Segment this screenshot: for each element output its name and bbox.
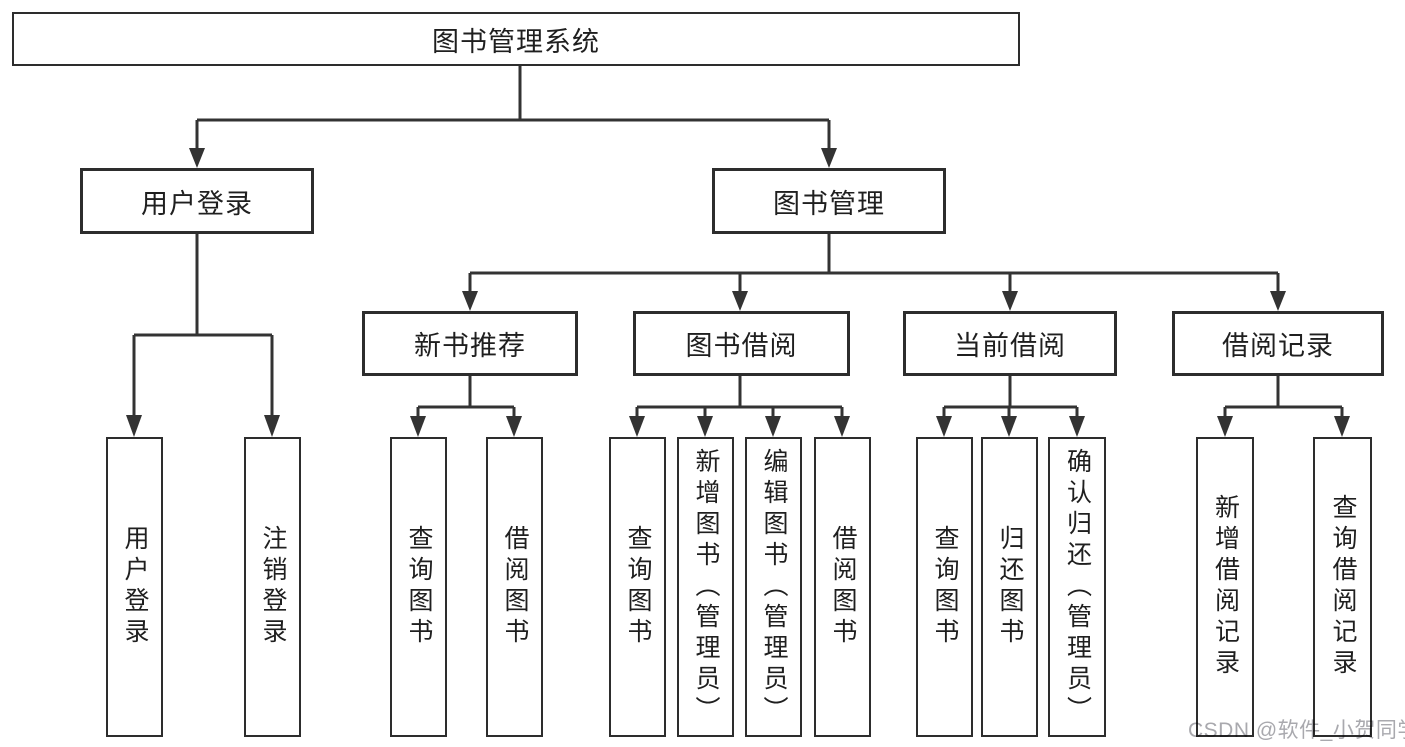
leaf-user-login: 用户登录 bbox=[106, 437, 163, 737]
node-label: 查询借阅记录 bbox=[1329, 494, 1357, 680]
node-label: 图书管理 bbox=[773, 188, 885, 219]
leaf-query-book-borrowing: 查询图书 bbox=[609, 437, 666, 737]
node-book-borrowing: 图书借阅 bbox=[633, 311, 850, 376]
node-label: 编辑图书（管理员） bbox=[760, 447, 788, 727]
node-label: 用户登录 bbox=[141, 188, 253, 219]
node-label: 用户登录 bbox=[121, 525, 149, 649]
arrowhead bbox=[765, 416, 781, 437]
edge-book-mgmt-to-level3 bbox=[462, 234, 1286, 311]
leaf-query-book-current: 查询图书 bbox=[916, 437, 973, 737]
node-root-system: 图书管理系统 bbox=[12, 12, 1020, 66]
leaf-confirm-return-admin: 确认归还（管理员） bbox=[1048, 437, 1106, 737]
arrowhead bbox=[126, 415, 142, 437]
arrowhead bbox=[1270, 291, 1286, 311]
edge-current-borrow-to-leaves bbox=[936, 376, 1085, 437]
node-label: 注销登录 bbox=[259, 525, 287, 649]
node-label: 归还图书 bbox=[996, 525, 1024, 649]
edge-new-book-to-leaves bbox=[410, 376, 522, 437]
arrowhead bbox=[1334, 416, 1350, 437]
node-user-login: 用户登录 bbox=[80, 168, 314, 234]
edge-borrow-record-to-leaves bbox=[1217, 376, 1350, 437]
arrowhead bbox=[629, 416, 645, 437]
arrowhead bbox=[936, 416, 952, 437]
node-label: 确认归还（管理员） bbox=[1063, 447, 1092, 727]
node-book-management: 图书管理 bbox=[712, 168, 946, 234]
leaf-borrow-book-recommend: 借阅图书 bbox=[486, 437, 543, 737]
csdn-watermark: CSDN @软件_小贺同学 bbox=[1188, 719, 1405, 742]
edge-root-to-level2 bbox=[189, 66, 837, 168]
edge-book-borrow-to-leaves bbox=[629, 376, 850, 437]
arrowhead bbox=[1217, 416, 1233, 437]
arrowhead bbox=[506, 416, 522, 437]
node-new-book-recommendation: 新书推荐 bbox=[362, 311, 578, 376]
arrowhead bbox=[1002, 291, 1018, 311]
leaf-edit-book-admin: 编辑图书（管理员） bbox=[745, 437, 802, 737]
edge-user-login-to-leaves bbox=[126, 234, 280, 437]
node-label: 借阅图书 bbox=[829, 525, 857, 649]
arrowhead bbox=[834, 416, 850, 437]
leaf-add-borrow-record: 新增借阅记录 bbox=[1196, 437, 1254, 737]
node-label: 新增借阅记录 bbox=[1211, 494, 1240, 680]
node-label: 新增图书（管理员） bbox=[692, 447, 720, 727]
arrowhead bbox=[462, 291, 478, 311]
leaf-query-borrow-record: 查询借阅记录 bbox=[1313, 437, 1372, 737]
node-label: 查询图书 bbox=[931, 525, 959, 649]
leaf-return-book: 归还图书 bbox=[981, 437, 1038, 737]
arrowhead bbox=[697, 416, 713, 437]
node-label: 借阅记录 bbox=[1222, 331, 1334, 361]
node-label: 查询图书 bbox=[624, 525, 652, 649]
node-label: 新书推荐 bbox=[414, 331, 526, 361]
node-label: 图书借阅 bbox=[685, 331, 798, 361]
node-current-borrowing: 当前借阅 bbox=[903, 311, 1117, 376]
arrowhead bbox=[189, 148, 205, 168]
leaf-query-book-recommend: 查询图书 bbox=[390, 437, 447, 737]
arrowhead bbox=[732, 291, 748, 311]
node-label: 当前借阅 bbox=[954, 331, 1066, 361]
leaf-logout: 注销登录 bbox=[244, 437, 301, 737]
arrowhead bbox=[264, 415, 280, 437]
leaf-add-book-admin: 新增图书（管理员） bbox=[677, 437, 734, 737]
node-borrowing-records: 借阅记录 bbox=[1172, 311, 1384, 376]
arrowhead bbox=[1001, 416, 1017, 437]
arrowhead bbox=[821, 148, 837, 168]
node-label: 借阅图书 bbox=[501, 525, 529, 649]
node-label: 查询图书 bbox=[405, 525, 433, 649]
arrowhead bbox=[1069, 416, 1085, 437]
leaf-borrow-book: 借阅图书 bbox=[814, 437, 871, 737]
arrowhead bbox=[410, 416, 426, 437]
node-label: 图书管理系统 bbox=[432, 26, 600, 57]
